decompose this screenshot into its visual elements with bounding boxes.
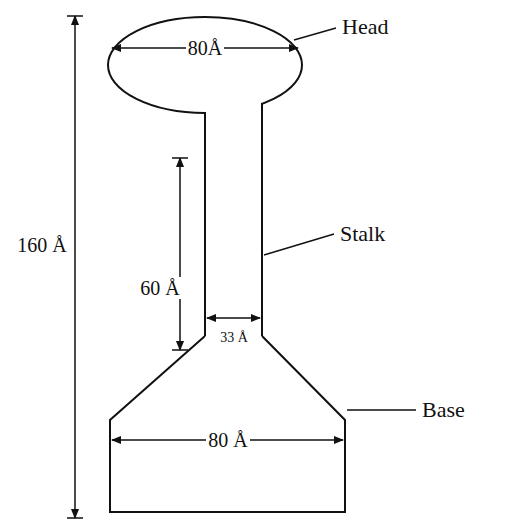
stalk-left-edge xyxy=(204,112,206,336)
stalk-width-arrow xyxy=(207,317,260,319)
stalk-length-tick xyxy=(172,349,188,351)
head-leader xyxy=(294,28,336,40)
stalk-right-edge xyxy=(261,104,263,336)
dimension-label: 60 Å xyxy=(138,277,181,299)
part-label: Head xyxy=(340,15,390,39)
part-label: Base xyxy=(420,398,467,422)
stalk-leader xyxy=(264,234,334,255)
stalk-fill xyxy=(206,95,261,338)
stalk-length-tick xyxy=(172,157,188,159)
part-label: Stalk xyxy=(338,222,387,246)
height-tick xyxy=(67,517,83,519)
head-outline xyxy=(108,17,302,113)
base-leader xyxy=(347,409,416,411)
stalk-length-arrow xyxy=(179,158,181,350)
dimension-label: 160 Å xyxy=(15,234,68,256)
height-tick xyxy=(67,15,83,17)
height-arrow xyxy=(74,16,76,518)
dimension-label: 80Å xyxy=(186,37,224,59)
base-outline xyxy=(110,336,345,512)
dimension-label: 80 Å xyxy=(206,429,249,451)
dimension-label: 33 Å xyxy=(218,330,250,345)
